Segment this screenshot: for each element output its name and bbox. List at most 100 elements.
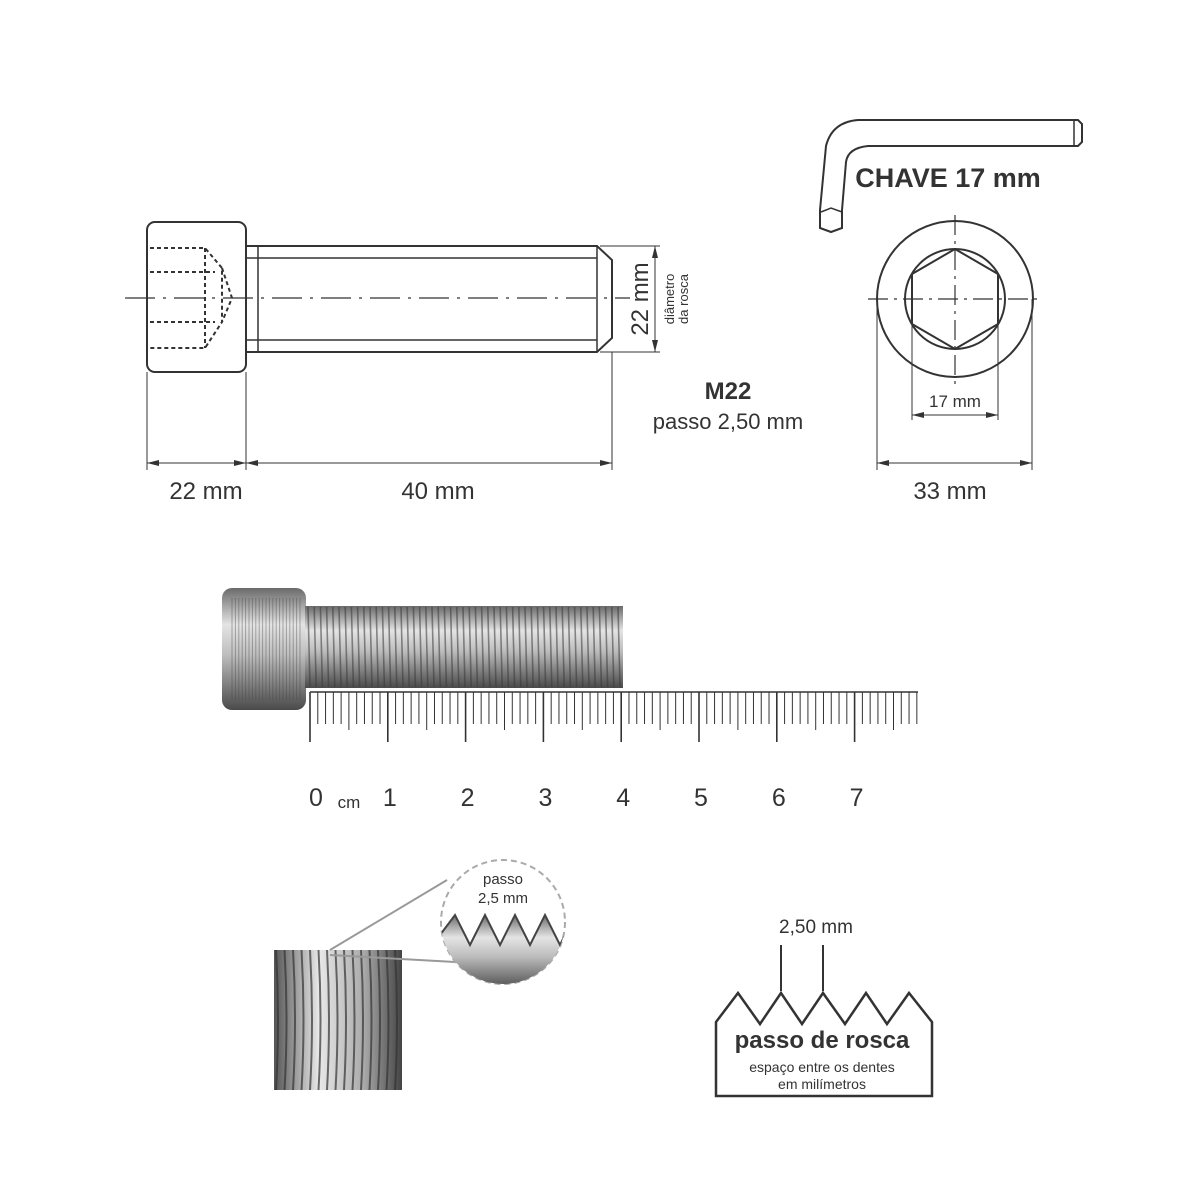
cylinder-thread-groove: [292, 949, 296, 1091]
ruler-label: 4: [616, 784, 630, 812]
cylinder-thread-groove: [283, 949, 288, 1091]
bolt-head-outline: [146, 221, 247, 373]
thread-groove: [456, 606, 460, 688]
ruler-label: 6: [772, 784, 786, 812]
thread-groove: [307, 606, 311, 688]
thread-groove: [505, 606, 510, 688]
end-view-center-lines: [868, 215, 1042, 385]
ruler-label: 1: [383, 784, 397, 812]
ruler-label: 0: [309, 784, 323, 812]
thread-groove: [530, 606, 534, 688]
thread-groove: [332, 606, 336, 688]
thread-groove: [549, 606, 553, 688]
shank-length-label: 40 mm: [401, 478, 474, 505]
cylinder-thread-groove: [368, 949, 373, 1091]
thread-groove: [561, 606, 565, 688]
cylinder-thread-groove: [385, 949, 390, 1091]
thread-groove: [524, 606, 528, 688]
thread-groove: [319, 606, 324, 688]
diameter-dimension-lines: [600, 245, 660, 353]
hex-key-icon: [819, 119, 1083, 234]
zoom-caption-line2: 2,5 mm: [478, 890, 528, 907]
pitch-subtitle-line2: em milímetros: [778, 1076, 866, 1092]
ruler-label: 7: [850, 784, 864, 812]
head-diameter-label: 33 mm: [913, 478, 986, 505]
thread-groove: [518, 606, 522, 688]
thread-groove: [536, 606, 541, 688]
thread-groove: [493, 606, 497, 688]
diameter-caption-line2: da rosca: [676, 273, 691, 324]
thread-groove: [412, 606, 417, 688]
thread-profile: [714, 990, 934, 1098]
thread-groove: [487, 606, 491, 688]
cylinder-thread-groove: [275, 949, 279, 1091]
pitch-subtitle-line1: espaço entre os dentes: [749, 1059, 895, 1075]
thread-groove: [363, 606, 367, 688]
diameter-caption-line1: diâmetro: [662, 274, 677, 325]
cylinder-thread-groove: [300, 949, 305, 1091]
thread-groove: [449, 606, 454, 688]
thread-groove: [356, 606, 361, 688]
thread-groove: [394, 606, 398, 688]
cylinder-thread-groove: [343, 949, 347, 1091]
bolt-technical-drawing: 22 mm 40 mm 22 mm diâmetro da rosca M22 …: [125, 221, 803, 505]
thread-groove: [437, 606, 441, 688]
cylinder-thread-groove: [377, 949, 381, 1091]
thread-groove: [443, 606, 448, 688]
hex-key-view: CHAVE 17 mm 17 mm 33 mm: [819, 119, 1083, 505]
dimension-arrows: [147, 460, 612, 466]
pitch-leader-lines: [780, 945, 824, 991]
thread-groove: [586, 606, 590, 688]
zoom-leader-lines: [329, 879, 456, 963]
cylinder-thread-groove: [334, 949, 339, 1091]
ruler-label: 3: [538, 784, 552, 812]
bolt-photo: [222, 588, 623, 710]
thread-groove: [511, 606, 516, 688]
ruler: 0 1 2 3 4 5 6 7 cm: [309, 691, 918, 812]
thread-groove: [604, 606, 609, 688]
thread-groove: [387, 606, 392, 688]
thread-groove: [542, 606, 547, 688]
cylinder-thread-groove: [309, 949, 313, 1091]
pitch-value: 2,50 mm: [779, 917, 853, 938]
hex-socket-hidden-lines: [150, 247, 234, 349]
cylinder-thread-groove: [394, 949, 398, 1091]
pitch-title: passo de rosca: [735, 1027, 910, 1054]
ruler-label: 5: [694, 784, 708, 812]
thread-closeup: passo 2,5 mm: [274, 859, 566, 1091]
thread-groove: [468, 606, 472, 688]
pitch-label: passo 2,50 mm: [653, 409, 803, 434]
thread-groove: [425, 606, 429, 688]
thread-groove: [499, 606, 503, 688]
thread-groove: [418, 606, 423, 688]
bolt-shank-outline: [246, 245, 613, 353]
thread-groove: [580, 606, 584, 688]
thread-groove: [400, 606, 404, 688]
hex-size-label: 17 mm: [929, 392, 981, 411]
bolt-head-knurled: [222, 588, 306, 710]
thread-groove: [567, 606, 572, 688]
end-view-dimension-lines: [876, 299, 1033, 470]
thread-groove: [431, 606, 435, 688]
key-title: CHAVE 17 mm: [855, 163, 1041, 193]
thread-groove: [338, 606, 342, 688]
thread-groove: [617, 606, 621, 688]
thread-groove: [611, 606, 615, 688]
thread-groove: [344, 606, 348, 688]
thread-groove: [573, 606, 578, 688]
thread-groove: [325, 606, 330, 688]
thread-groove: [555, 606, 559, 688]
pitch-diagram: 2,50 mm passo de rosca espaço entre os d…: [714, 917, 934, 1098]
thread-groove: [598, 606, 603, 688]
ruler-label: 2: [461, 784, 475, 812]
length-dimension-lines: [146, 352, 613, 470]
thread-groove: [375, 606, 379, 688]
thread-groove: [381, 606, 386, 688]
thread-groove: [313, 606, 317, 688]
cylinder-thread-groove: [317, 949, 322, 1091]
end-view-arrows: [877, 412, 1032, 466]
thread-groove: [406, 606, 410, 688]
cylinder-thread-groove: [360, 949, 364, 1091]
ruler-unit: cm: [338, 793, 361, 812]
cylinder-thread-groove: [326, 949, 330, 1091]
